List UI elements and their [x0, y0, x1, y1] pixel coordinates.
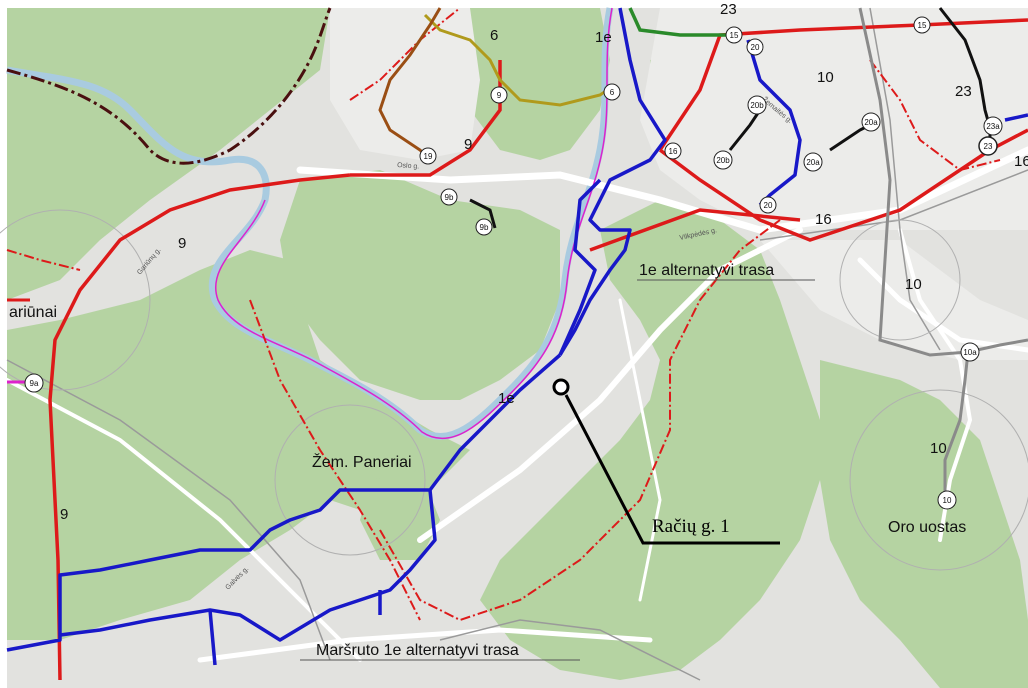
stop-20a[interactable]: 20a: [803, 152, 823, 172]
svg-text:20b: 20b: [716, 156, 730, 165]
route-label-10-mid: 10: [905, 276, 922, 293]
stop-10[interactable]: 10: [937, 490, 957, 510]
stop-20-low[interactable]: 20: [759, 196, 777, 214]
stop-9b[interactable]: 9b: [475, 218, 493, 236]
stop-9a[interactable]: 9a: [24, 373, 44, 393]
stop-15a[interactable]: 15: [725, 26, 743, 44]
svg-text:9a: 9a: [30, 379, 39, 388]
route-green: [628, 7, 735, 37]
route-label-16: 16: [815, 211, 832, 228]
address-label: Račių g. 1: [652, 516, 730, 537]
route-label-10-top: 10: [817, 69, 834, 86]
annotation-marsruto-1e-alternatyvi-trasa: Maršruto 1e alternatyvi trasa: [316, 642, 519, 659]
svg-text:15: 15: [730, 31, 739, 40]
svg-text:23a: 23a: [986, 122, 1000, 131]
route-brown: [378, 7, 442, 162]
place-label-oro-uostas: Oro uostas: [888, 519, 966, 536]
route-10-gray: [858, 7, 970, 495]
stop-23a[interactable]: 23a: [983, 116, 1003, 136]
svg-text:15: 15: [918, 21, 927, 30]
stop-6[interactable]: 6: [603, 83, 621, 101]
stop-20[interactable]: 20: [746, 38, 764, 56]
svg-text:20b: 20b: [750, 101, 764, 110]
svg-text:9b: 9b: [445, 193, 454, 202]
route-1e-blue: [6, 7, 1028, 666]
stop-15b[interactable]: 15: [913, 16, 931, 34]
route-label-1e-mid: 1e: [498, 390, 515, 407]
route-6-olive: [423, 13, 616, 107]
route-label-6: 6: [490, 27, 498, 44]
street-label-oslo: Oslo g.: [397, 162, 420, 171]
svg-text:20: 20: [764, 201, 773, 210]
stop-19[interactable]: 19: [419, 147, 437, 165]
top-margin: [0, 0, 1028, 8]
route-label-10-low: 10: [930, 440, 947, 457]
left-margin: [0, 0, 7, 688]
route-label-23-top: 23: [720, 1, 737, 18]
svg-text:20a: 20a: [864, 118, 878, 127]
route-label-16-edge: 16: [1014, 153, 1028, 170]
stop-9[interactable]: 9: [490, 86, 508, 104]
stop-16[interactable]: 16: [664, 142, 682, 160]
route-maroon-dashed: [6, 7, 332, 165]
svg-text:20: 20: [751, 43, 760, 52]
route-label-9-mid: 9: [464, 136, 472, 153]
radius-circles: [0, 209, 1028, 571]
svg-text:9: 9: [497, 91, 502, 100]
svg-text:16: 16: [669, 147, 678, 156]
stop-20b-top[interactable]: 20b: [747, 95, 767, 115]
route-label-1e-top: 1e: [595, 29, 612, 46]
stop-9b-top[interactable]: 9b: [440, 188, 458, 206]
stop-20b[interactable]: 20b: [713, 150, 733, 170]
route-label-23: 23: [955, 83, 972, 100]
svg-text:10: 10: [943, 496, 952, 505]
svg-text:10a: 10a: [963, 348, 977, 357]
stop-23[interactable]: 23: [978, 136, 998, 156]
route-label-9-left: 9: [178, 235, 186, 252]
address-marker[interactable]: [552, 378, 570, 396]
stop-20a-top[interactable]: 20a: [861, 112, 881, 132]
svg-text:6: 6: [610, 88, 615, 97]
svg-text:9b: 9b: [480, 223, 489, 232]
svg-text:23: 23: [984, 142, 993, 151]
annotation-1e-alternatyvi-trasa: 1e alternatyvi trasa: [639, 262, 774, 279]
route-label-9-bottom: 9: [60, 506, 68, 523]
stop-10a[interactable]: 10a: [960, 342, 980, 362]
address-leader-line: [564, 394, 780, 545]
place-label-ariunai: ariūnai: [9, 304, 57, 321]
place-label-zem-paneriai: Žem. Paneriai: [312, 452, 412, 471]
svg-text:19: 19: [424, 152, 433, 161]
stop-markers[interactable]: 15 15 20 20b 20a 20b 20a 20 16 9 6 19 9b…: [24, 16, 1003, 510]
route-magenta: [215, 7, 613, 440]
urban-blocks: [330, 8, 1028, 360]
svg-text:20a: 20a: [806, 158, 820, 167]
forest-areas: [7, 8, 1028, 688]
